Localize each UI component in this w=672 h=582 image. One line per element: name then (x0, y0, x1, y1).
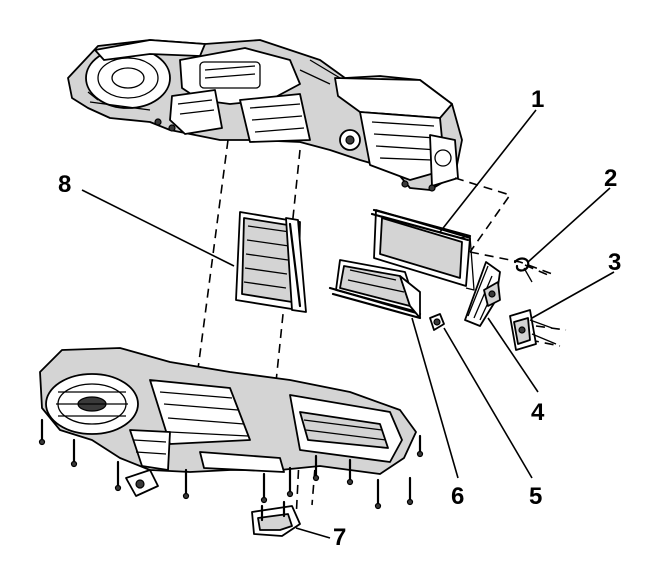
part-4-gear-sector (464, 261, 501, 327)
part-5-bushing (429, 313, 445, 331)
part-2-clip (513, 257, 533, 283)
upper-case-half (67, 39, 463, 192)
part-6-mode-valve (328, 259, 422, 320)
part-1-temperature-door (370, 208, 475, 291)
callout-7: 7 (333, 524, 346, 551)
screws (38, 418, 424, 510)
leader-lines (81, 109, 615, 539)
callout-4: 4 (531, 399, 545, 426)
callout-2: 2 (604, 165, 617, 192)
part-3-actuator (509, 309, 557, 351)
lower-case-half (39, 347, 417, 497)
part-8-panel (235, 211, 307, 313)
callout-1: 1 (531, 86, 544, 113)
callout-8: 8 (58, 171, 71, 198)
callout-6: 6 (451, 483, 464, 510)
callout-labels: 1 2 3 4 5 6 7 8 (58, 86, 621, 551)
callout-5: 5 (529, 483, 542, 510)
part-7-bracket (251, 500, 301, 537)
callout-3: 3 (608, 249, 621, 276)
